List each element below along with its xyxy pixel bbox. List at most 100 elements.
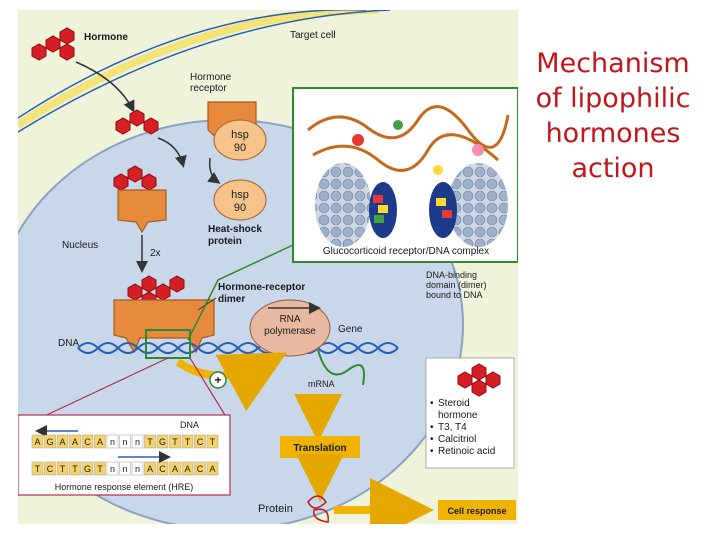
plus-circle-icon — [209, 371, 227, 389]
dna-binding-label-2: domain (dimer) — [426, 280, 487, 290]
hormone-label: Hormone — [84, 32, 128, 43]
hre-base-cell — [169, 434, 181, 449]
hre-base-letter: A — [72, 437, 78, 447]
hre-base-cell — [69, 434, 81, 449]
twox-label: 2x — [150, 248, 161, 259]
hre-base-cell — [181, 434, 194, 449]
hre-base-letter: C — [47, 464, 54, 474]
translation-box — [280, 436, 360, 458]
svg-text:DNA: DNA — [180, 420, 199, 430]
protein-coil-icon — [307, 495, 329, 523]
glucocorticoid-complex-panel: Glucocorticoid receptor/DNA complex — [292, 87, 518, 263]
hre-base-cell — [81, 434, 94, 449]
svg-text:Cell response: Cell response — [447, 506, 506, 516]
hre-base-cell — [144, 461, 156, 476]
hre-base-letter: T — [185, 437, 191, 447]
hre-base-letter: G — [159, 437, 166, 447]
hre-base-cell — [131, 461, 144, 476]
hre-base-letter: n — [110, 464, 115, 474]
hre-base-cell — [56, 461, 69, 476]
hre-base-cell — [94, 461, 106, 476]
hre-base-cell — [31, 434, 44, 449]
hsp90-free — [213, 179, 267, 221]
hre-base-cell — [44, 461, 56, 476]
svg-text:•: • — [430, 398, 434, 409]
svg-text:T3, T4: T3, T4 — [438, 422, 467, 433]
svg-text:Retinoic acid: Retinoic acid — [438, 446, 495, 457]
hre-base-letter: C — [159, 464, 166, 474]
nucleus-label: Nucleus — [62, 240, 98, 251]
hre-base-letter: C — [197, 464, 204, 474]
cell-response-box — [438, 500, 516, 520]
hre-base-cell — [181, 461, 194, 476]
hre-base-cell — [94, 434, 106, 449]
hre-base-cell — [31, 461, 44, 476]
hormone-hexagon-icon — [127, 275, 185, 309]
mrna-strand — [317, 349, 365, 386]
dna-binding-label-3: bound to DNA — [426, 290, 483, 300]
hre-base-letter: A — [97, 437, 103, 447]
hre-base-cell — [169, 461, 181, 476]
hre-base-letter: T — [97, 464, 103, 474]
protein-label: Protein — [258, 503, 293, 515]
hre-base-letter: T — [210, 437, 216, 447]
hormone-hexagon-icon — [457, 363, 501, 397]
hre-base-cell — [106, 434, 119, 449]
title-line-1: Mechanism — [536, 48, 690, 79]
page-title: Mechanism of lipophilic hormones action — [528, 46, 698, 186]
dna-helix — [77, 342, 399, 354]
hre-base-cell — [44, 434, 56, 449]
svg-text:90: 90 — [234, 202, 246, 214]
hsp90-bound — [213, 119, 267, 161]
hre-base-letter: A — [172, 464, 178, 474]
hre-base-letter: n — [110, 437, 115, 447]
hre-base-letter: C — [197, 437, 204, 447]
dna-binding-label-1: DNA-binding — [426, 270, 477, 280]
complex-caption: Glucocorticoid receptor/DNA complex — [323, 246, 489, 257]
rna-polymerase — [249, 299, 331, 357]
activated-receptor — [117, 189, 167, 234]
hre-base-letter: A — [34, 437, 40, 447]
hre-base-letter: T — [172, 437, 178, 447]
svg-text:•: • — [430, 422, 434, 433]
hormone-receptor-label-2: receptor — [190, 83, 227, 94]
legend-panel: • Steroid hormone • T3, T4 • Calcitriol … — [425, 357, 515, 469]
hre-base-cell — [131, 434, 144, 449]
svg-text:•: • — [430, 434, 434, 445]
hre-base-letter: n — [135, 464, 140, 474]
hre-base-cell — [106, 461, 119, 476]
hre-base-cell — [119, 434, 131, 449]
hre-base-cell — [144, 434, 156, 449]
hre-base-cell — [206, 434, 219, 449]
hre-base-cell — [206, 461, 219, 476]
dimer-label-1: Hormone-receptor — [218, 282, 305, 293]
mrna-label: mRNA — [308, 379, 335, 389]
hre-base-cell — [81, 461, 94, 476]
hre-base-letter: G — [84, 464, 91, 474]
hre-base-letter: n — [135, 437, 140, 447]
hormone-receptor-label-1: Hormone — [190, 72, 232, 83]
hre-base-cell — [194, 461, 206, 476]
hre-base-letter: C — [84, 437, 91, 447]
target-cell-label: Target cell — [290, 30, 336, 41]
title-line-3: hormones — [545, 118, 681, 149]
svg-text:•: • — [430, 446, 434, 457]
hre-base-letter: T — [35, 464, 41, 474]
hormone-hexagon-icon — [113, 165, 157, 191]
hre-base-letter: n — [122, 437, 127, 447]
svg-text:hsp: hsp — [231, 129, 249, 141]
hre-base-letter: A — [147, 464, 153, 474]
title-line-2: of lipophilic — [535, 83, 691, 114]
hre-base-letter: T — [60, 464, 66, 474]
title-line-4: action — [571, 153, 655, 184]
dimer-label-2: dimer — [218, 294, 245, 305]
hre-base-letter: A — [59, 437, 65, 447]
svg-text:90: 90 — [234, 142, 246, 154]
hre-base-letter: T — [72, 464, 78, 474]
hre-base-cell — [119, 461, 131, 476]
hre-caption: Hormone response element (HRE) — [55, 482, 194, 492]
cell-membrane — [18, 10, 379, 129]
dna-label: DNA — [58, 338, 79, 349]
